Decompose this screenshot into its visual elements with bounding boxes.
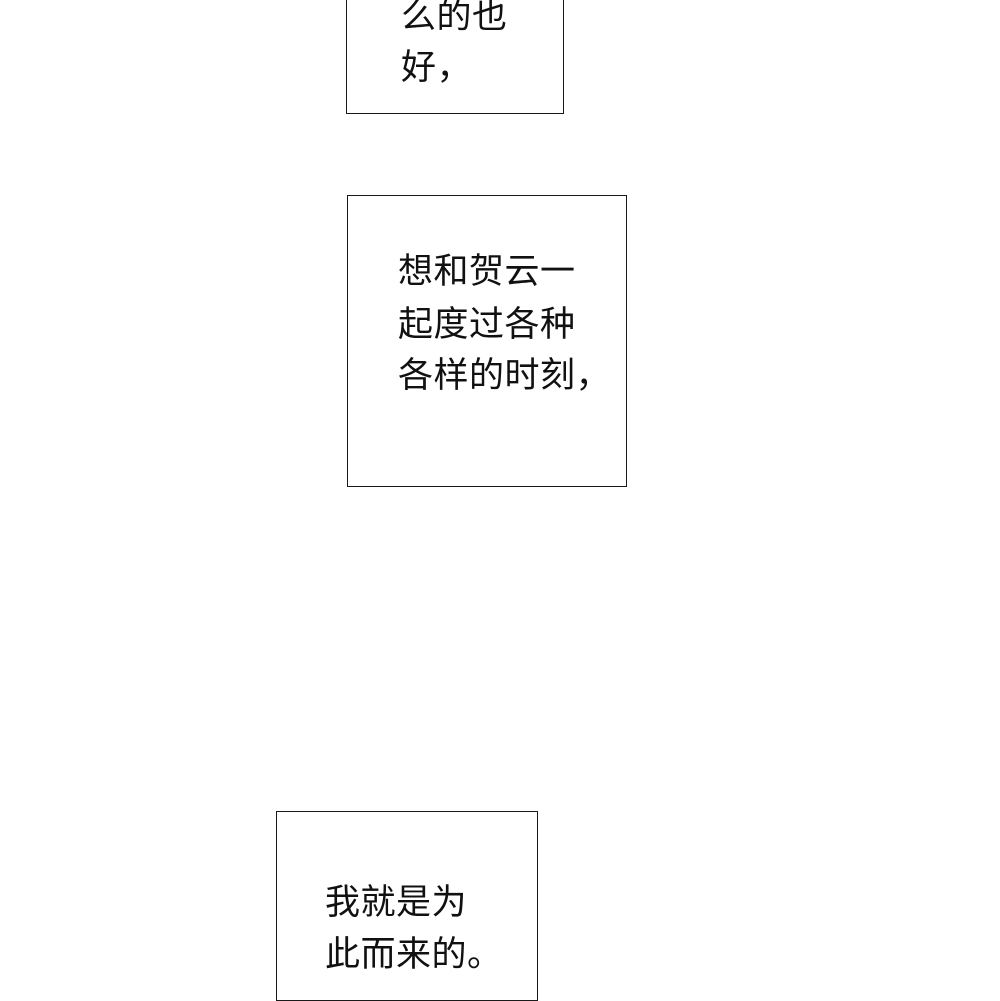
caption-box-bottom: 我就是为 此而来的。 xyxy=(276,811,538,1001)
caption-text-line: 想和贺云一 xyxy=(398,252,576,292)
caption-box-top: 么的也 好， xyxy=(346,0,564,114)
caption-text-line: 好， xyxy=(401,48,473,88)
caption-text-line: 我就是为 xyxy=(325,883,468,923)
caption-text-line: 么的也 xyxy=(401,0,508,37)
caption-text-line: 各样的时刻， xyxy=(398,356,612,396)
caption-text-line: 此而来的。 xyxy=(325,935,503,975)
caption-box-middle: 想和贺云一 起度过各种 各样的时刻， xyxy=(347,195,627,487)
caption-text-line: 起度过各种 xyxy=(398,305,576,345)
